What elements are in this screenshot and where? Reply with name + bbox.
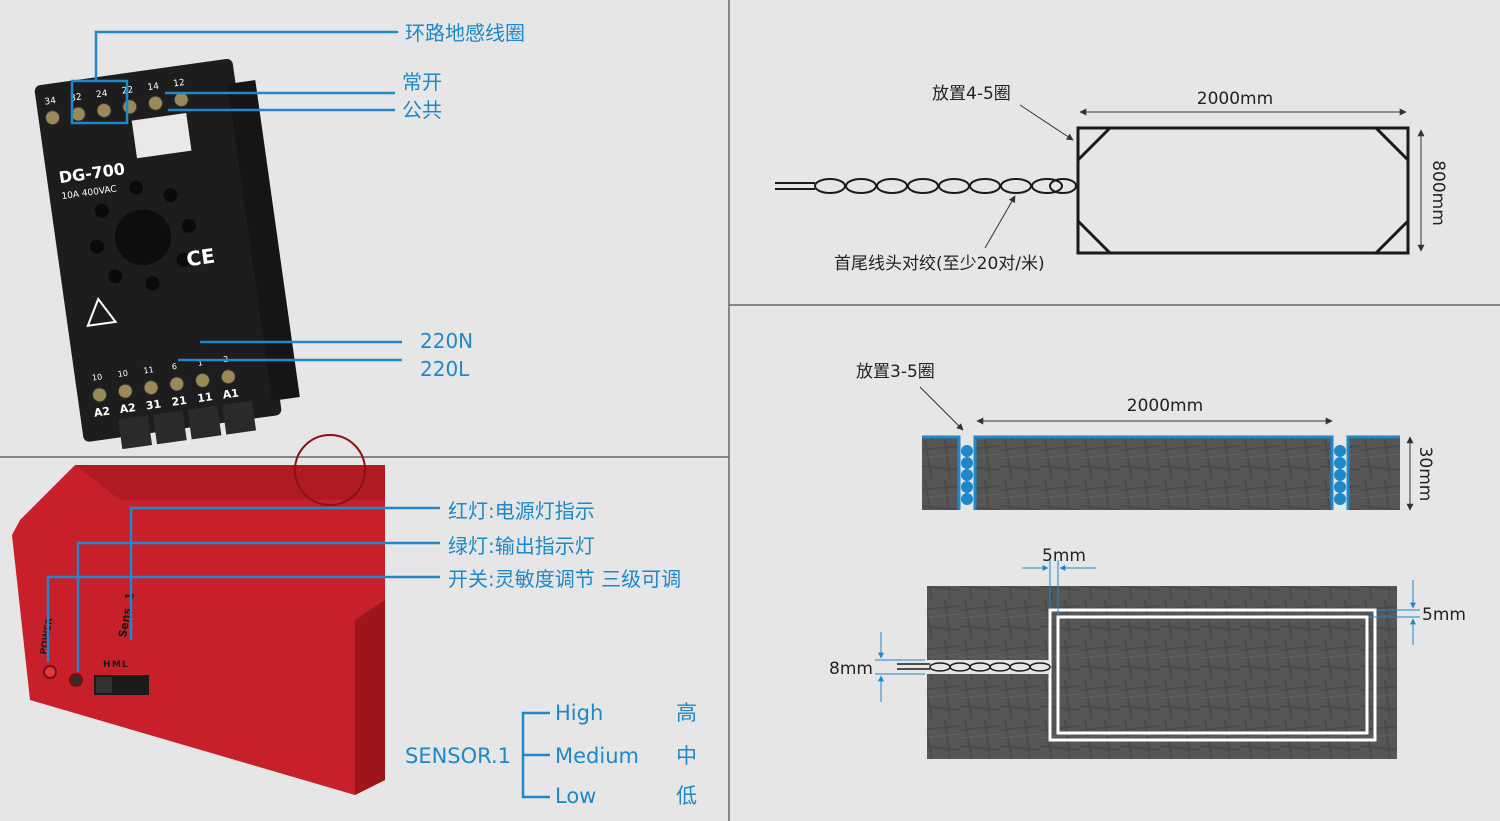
svg-text:14: 14: [147, 82, 160, 94]
red-led-label: 红灯:电源灯指示: [448, 499, 595, 523]
detector-panel: POWER Sens. 1 H M L 红灯:电源灯指示 绿灯:输出指示灯 开关…: [12, 434, 697, 808]
section-surface-lines: [922, 435, 1400, 510]
twist-note: 首尾线头对绞(至少20对/米): [834, 254, 1045, 274]
svg-text:A1: A1: [222, 386, 240, 401]
svg-text:A2: A2: [119, 401, 137, 416]
turns-note: 放置4-5圈: [932, 84, 1011, 104]
switch-position-marks: H M L: [103, 660, 128, 670]
bottom-terminal-screws: [92, 369, 236, 403]
relay-label-sticker: [131, 113, 192, 159]
common-label: 公共: [402, 98, 442, 122]
detector-top-face: [75, 465, 385, 500]
road-section: [922, 437, 1400, 510]
level-medium-en: Medium: [555, 744, 639, 768]
svg-text:A2: A2: [93, 405, 111, 420]
loop-length-label: 2000mm: [1197, 89, 1273, 109]
level-low-en: Low: [555, 784, 596, 808]
lead-slot-label: 8mm: [829, 659, 873, 679]
svg-text:32: 32: [70, 92, 83, 103]
svg-text:31: 31: [145, 397, 162, 412]
switch-label: 开关:灵敏度调节 三级可调: [448, 567, 681, 591]
sensor-title: SENSOR.1: [405, 744, 511, 768]
section-turns-pointer: [919, 386, 964, 431]
edge-gap-label: 5mm: [1422, 605, 1466, 625]
svg-text:11: 11: [197, 390, 214, 405]
green-led-label: 绿灯:输出指示灯: [448, 534, 595, 558]
svg-text:21: 21: [171, 394, 188, 409]
red-led: [43, 665, 57, 679]
slot-dimension-lines: [1022, 560, 1420, 645]
relay-base-panel: DG-700 10A 400VAC CE 34 32 24 22 14 12 1…: [34, 21, 525, 450]
svg-text:11: 11: [143, 365, 154, 375]
svg-text:1: 1: [197, 358, 203, 368]
turns-pointer: [1019, 104, 1074, 141]
svg-text:M: M: [112, 660, 121, 670]
left-coil-turns: [961, 445, 973, 505]
ce-mark: CE: [185, 244, 216, 272]
level-high-zh: 高: [676, 701, 697, 725]
right-coil-turns: [1334, 445, 1346, 505]
relay-side-rail: [227, 80, 300, 401]
neutral-label: 220N: [420, 329, 473, 353]
relay-base-feet: [118, 400, 257, 450]
loop-terminal-highlight: [70, 79, 129, 125]
section-turns-note: 放置3-5圈: [856, 362, 935, 382]
sensor-level-bracket: [521, 711, 550, 799]
outer-slot-edge: [1048, 608, 1377, 742]
red-led-leader: [46, 575, 440, 662]
loop-width-label: 800mm: [1428, 160, 1448, 226]
relay-base-photo: DG-700 10A 400VAC CE 34 32 24 22 14 12 1…: [34, 58, 300, 450]
relay-callout-lines: [70, 30, 402, 362]
loop-coil-label: 环路地感线圈: [405, 21, 525, 45]
bottom-terminal-labels: A2 A2 31 21 11 A1: [93, 386, 240, 419]
svg-text:6: 6: [171, 362, 177, 372]
detector-side-shade: [355, 600, 385, 795]
live-label: 220L: [420, 357, 470, 381]
loop-plan-panel: 2000mm 800mm 放置4-5圈 首尾线头对绞(至少20对/米): [775, 84, 1448, 274]
svg-text:H: H: [103, 660, 111, 670]
slot-plan-panel: 5mm 5mm 8mm: [829, 546, 1466, 759]
sensitivity-switch-knob: [96, 677, 112, 693]
loop-corner-chamfers: [1076, 126, 1410, 255]
green-led: [69, 673, 83, 687]
slot-twisted-lead: [897, 662, 1051, 672]
switch-leader: [129, 506, 440, 640]
detector-callout-lines: [46, 506, 440, 672]
normally-open-label: 常开: [402, 70, 442, 94]
loop-section-panel: 2000mm 30mm 放置3-5圈: [856, 362, 1435, 511]
svg-text:10: 10: [117, 369, 128, 379]
detector-top-mark: [294, 434, 366, 506]
detector-case: [12, 465, 385, 795]
twist-pointer: [984, 195, 1016, 249]
svg-text:34: 34: [44, 96, 57, 108]
slot-width-label: 5mm: [1042, 546, 1086, 566]
svg-text:L: L: [122, 660, 128, 670]
relay-brand-logo: [86, 297, 118, 328]
level-high-en: High: [555, 701, 603, 725]
green-led-leader: [76, 541, 440, 672]
svg-text:10: 10: [91, 372, 102, 382]
section-depth-label: 30mm: [1415, 447, 1435, 502]
svg-text:12: 12: [173, 78, 186, 89]
loop-rectangle: [1076, 126, 1410, 255]
twisted-lead-wire: [775, 178, 1077, 194]
inner-slot-edge: [1056, 615, 1369, 735]
svg-text:24: 24: [95, 89, 108, 101]
top-terminal-screws: [45, 92, 189, 126]
loop-coil-leader: [94, 30, 398, 81]
lead-slot: [927, 660, 1050, 674]
detector-photo: POWER Sens. 1 H M L: [12, 434, 385, 795]
level-medium-zh: 中: [676, 744, 697, 768]
socket-pin-holes: [89, 180, 196, 291]
level-low-zh: 低: [676, 784, 697, 808]
lead-slot-dimension-lines: [875, 632, 925, 702]
section-length-label: 2000mm: [1127, 396, 1203, 416]
socket-center-hole: [115, 209, 172, 266]
